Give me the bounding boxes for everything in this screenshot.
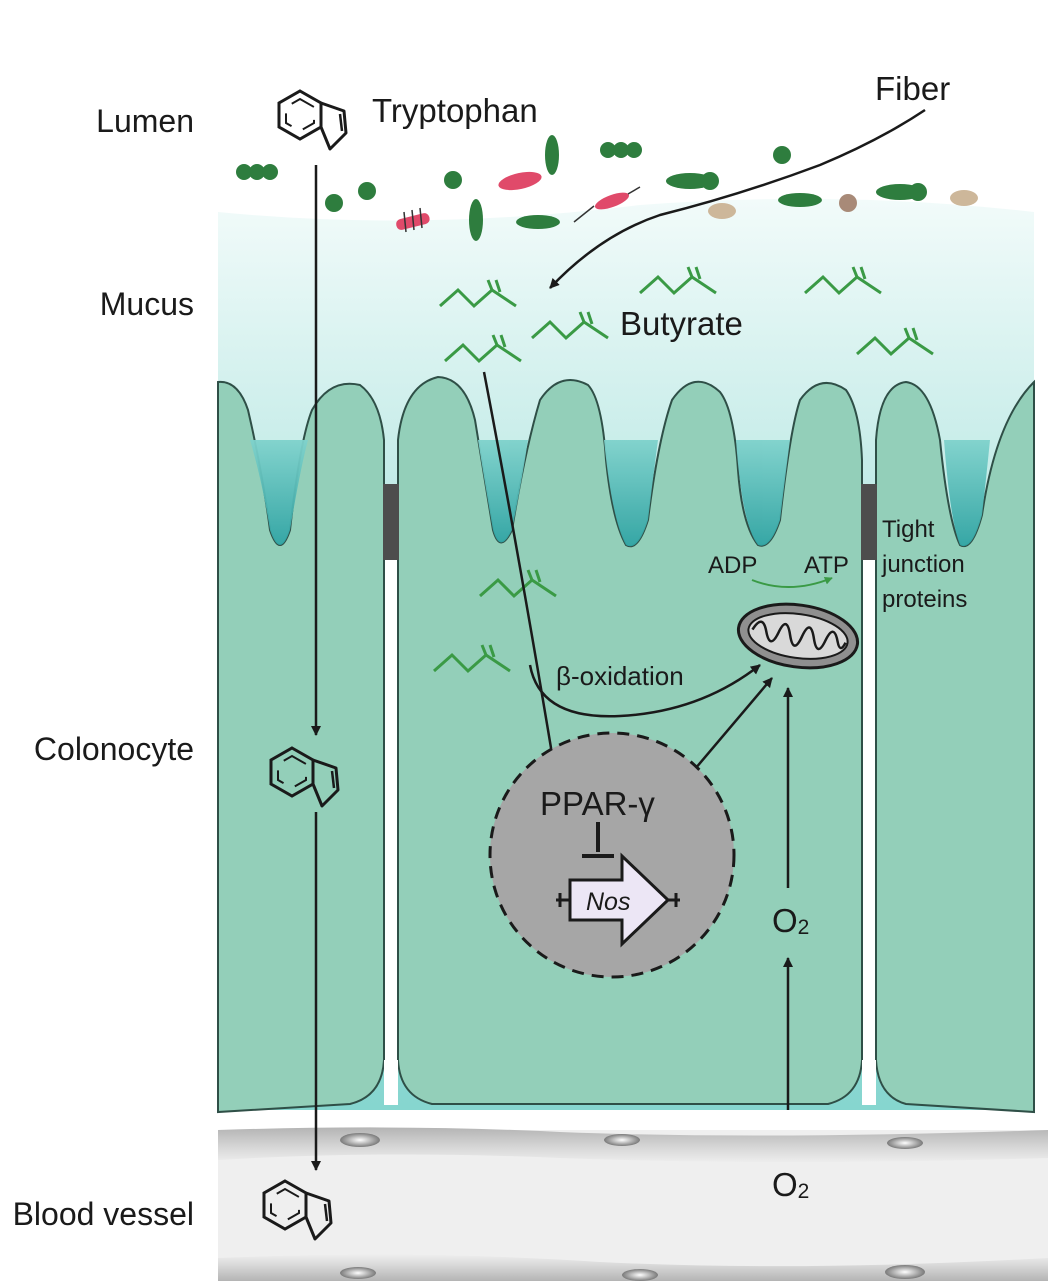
label-butyrate: Butyrate (620, 305, 743, 342)
blood-vessel (218, 1127, 1048, 1281)
intercellular-gap-left (384, 560, 398, 1105)
endothelial-nucleus (604, 1134, 640, 1146)
cell-left (217, 380, 385, 1114)
label-ppar-gamma: PPAR-γ (540, 785, 655, 822)
nos-gene (556, 852, 680, 948)
mitochondrion (736, 602, 860, 670)
beta-oxidation-arrow (528, 664, 761, 718)
label-beta-oxidation: β-oxidation (556, 661, 684, 691)
endothelial-nucleus (885, 1265, 925, 1279)
gut-bacteria (236, 135, 978, 241)
adp-atp-arrow (751, 576, 833, 588)
endothelial-nucleus (340, 1267, 376, 1279)
intercellular-gap-right (862, 560, 876, 1105)
butyrate-uptake-arrow (482, 371, 560, 779)
endothelial-nucleus (340, 1133, 380, 1147)
label-colonocyte: Colonocyte (34, 731, 194, 767)
label-atp: ATP (804, 552, 849, 579)
label-blood-vessel: Blood vessel (13, 1196, 194, 1232)
tight-junction-right (861, 484, 877, 560)
label-o2-cell: O2 (772, 902, 809, 939)
label-fiber: Fiber (875, 70, 950, 107)
label-tight-junction-2: junction (881, 551, 965, 578)
tryptophan-molecule-lumen (277, 89, 348, 151)
label-lumen: Lumen (96, 103, 194, 139)
label-mucus: Mucus (100, 286, 194, 322)
label-tryptophan: Tryptophan (372, 92, 538, 129)
label-o2-vessel: O2 (772, 1166, 809, 1203)
endothelial-nucleus (887, 1137, 923, 1149)
endothelial-nucleus (622, 1269, 658, 1281)
tight-junction-left (383, 484, 399, 560)
label-tight-junction-1: Tight (882, 516, 935, 543)
label-adp: ADP (708, 552, 757, 579)
fiber-arrow (549, 108, 926, 289)
label-tight-junction-3: proteins (882, 586, 967, 613)
crypt-shading (250, 440, 990, 547)
label-nos: Nos (586, 888, 630, 916)
